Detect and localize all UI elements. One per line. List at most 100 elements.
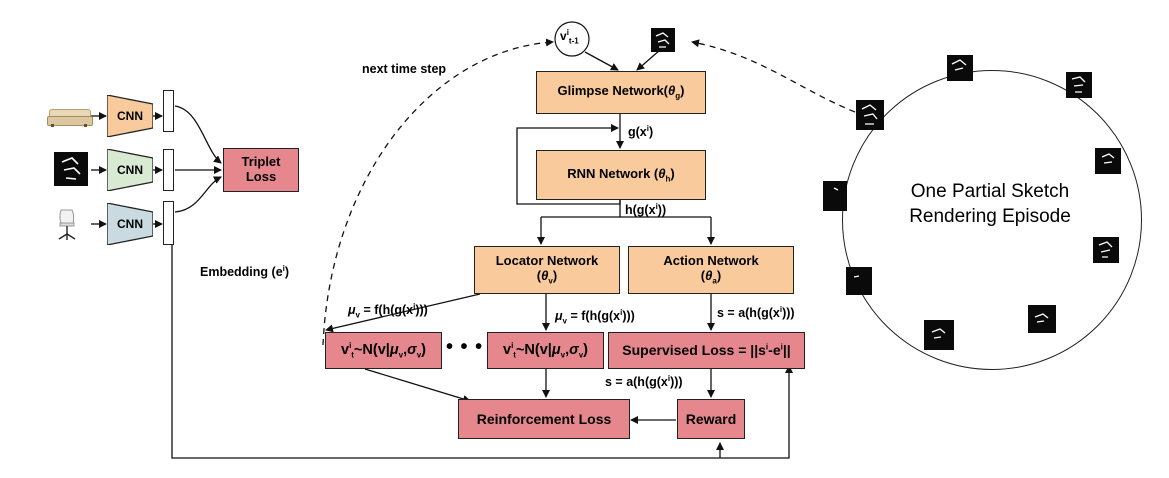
v-prev-node [554, 21, 590, 57]
cnn-encoder-top: CNN [106, 94, 154, 138]
dashed-arrow-partial-sketch [691, 39, 856, 113]
mu-mid-sup: i [620, 308, 623, 317]
cnn-encoder-bottom: CNN [106, 202, 154, 246]
rendering-episode-ring [842, 70, 1142, 370]
action-network-label: Action Network [663, 253, 759, 269]
arrow-emb3-triplet [174, 176, 222, 213]
v-prev-label: vit-1 [560, 28, 579, 45]
cnn-label: CNN [117, 217, 143, 231]
sample-left-mu-sub: v [398, 350, 404, 360]
sample-mid-sigma-sub: v [578, 350, 584, 360]
partial-sketch-frame-icon [1095, 148, 1121, 174]
partial-sketch-frame-icon [924, 320, 954, 350]
embedding-label: Embedding (ei) [200, 264, 289, 279]
reward-label: Reward [685, 410, 737, 427]
h-label-sup: i [655, 202, 658, 211]
glimpse-theta: θ [668, 83, 676, 99]
mu-mid-close: ))) [622, 309, 635, 324]
rendering-episode-title: One Partial Sketch Rendering Episode [855, 180, 1125, 229]
sample-left-sigma-sub: v [416, 350, 422, 360]
reinforcement-loss-box: Reinforcement Loss [458, 399, 630, 439]
mu-formula-middle: μv = f(h(g(xi))) [555, 308, 635, 326]
partial-sketch-frame-icon [1028, 305, 1056, 333]
episode-line-2: Rendering Episode [909, 205, 1071, 227]
arrow-locator-sample-left [325, 293, 481, 333]
sample-left-sup: i [349, 341, 352, 351]
mu-mid-text: = f(h(g(x [567, 309, 621, 324]
sample-mid-sigma: σ [569, 341, 579, 358]
s-right-sup: i [779, 305, 783, 314]
reward-box: Reward [677, 399, 745, 439]
rnn-network-box: RNN Network (θh) [536, 150, 706, 200]
arrow-vprev-glimpse [584, 51, 619, 71]
mu-formula-left: μv = f(h(g(xi))) [348, 302, 428, 320]
ellipsis: • • • [446, 336, 484, 358]
mu-left-close: ))) [415, 303, 428, 318]
location-sample-box-middle: vit~N(v|μv,σv) [487, 332, 604, 369]
sample-mid-sup: i [511, 341, 514, 351]
glimpse-sub: g [675, 91, 681, 101]
sample-left-mu: μ [389, 341, 399, 358]
h-label-text: h(g(x [625, 203, 656, 218]
locator-theta-label: (θv) [536, 268, 558, 286]
supervised-text: Supervised Loss = ||s [622, 342, 766, 359]
g-label-sup: i [646, 124, 649, 133]
chair-image-icon [55, 208, 79, 242]
rnn-sub: h [665, 174, 671, 184]
arrow-embedding-supervised [171, 245, 793, 459]
locator-sub: v [548, 276, 553, 286]
locator-theta: θ [541, 268, 549, 284]
v-prev-sub: t-1 [568, 36, 579, 46]
dashed-arrow-next-time-step [322, 38, 554, 346]
rnn-text: RNN Network ( [567, 165, 659, 181]
cnn-encoder-middle: CNN [106, 148, 154, 192]
glimpse-network-label: Glimpse Network(θg) [557, 83, 685, 101]
sample-mid-sub: t [513, 350, 516, 360]
next-time-step-label: next time step [362, 62, 447, 76]
embedding-vector-bottom [163, 201, 174, 245]
sample-left-text: ~N(v| [353, 341, 390, 358]
glimpse-network-box: Glimpse Network(θg) [536, 71, 706, 114]
sample-mid-mu-sub: v [560, 350, 566, 360]
s-formula-right: s = a(h(g(xi))) [717, 305, 795, 320]
supervised-sup1: i [765, 342, 769, 352]
reinforcement-loss-label: Reinforcement Loss [476, 410, 612, 427]
s-lower-sup: i [667, 374, 671, 383]
s-formula-lower: s = a(h(g(xi))) [605, 374, 683, 389]
partial-sketch-frame-icon [1066, 72, 1092, 98]
triplet-loss-box: Triplet Loss [223, 148, 299, 192]
partial-sketch-input-icon [651, 28, 675, 52]
sample-left-sigma: σ [407, 341, 417, 358]
supervised-mid: -e [768, 342, 781, 359]
g-x-label: g(xi) [628, 124, 653, 139]
glimpse-close: ) [680, 83, 685, 99]
embedding-sup: i [282, 264, 285, 273]
h-label-close: )) [657, 203, 667, 218]
cnn-label: CNN [117, 163, 143, 177]
mu-left-sub: v [355, 310, 360, 320]
action-network-box: Action Network (θa) [628, 246, 794, 294]
action-theta-label: (θa) [700, 268, 722, 286]
sample-left-label: vit~N(v|μv,σv) [340, 341, 427, 360]
action-sub: a [712, 276, 717, 286]
locator-network-box: Locator Network (θv) [474, 246, 620, 294]
partial-sketch-frame-icon [856, 100, 884, 130]
partial-sketch-frame-icon [823, 181, 847, 211]
partial-sketch-frame-icon [846, 267, 872, 295]
s-lower-close: ))) [670, 375, 683, 390]
s-right-close: ))) [782, 306, 795, 321]
mu-left-text: = f(h(g(x [360, 303, 414, 318]
mu-mid-symbol: μ [555, 309, 563, 324]
arrow-emb1-triplet [174, 105, 222, 164]
location-sample-box-left: vit~N(v|μv,σv) [325, 332, 442, 369]
v-prev-sup: i [566, 28, 569, 37]
sketch-thumbnail-icon [54, 152, 88, 186]
embedding-vector-middle [163, 149, 174, 191]
embedding-text: Embedding (e [200, 265, 283, 280]
arrow-sketch-glimpse [636, 49, 661, 71]
sample-left-close: ) [421, 341, 427, 358]
sample-left-v: v [340, 341, 350, 358]
v-prev-base: v [560, 29, 567, 43]
sample-left-sub: t [351, 350, 354, 360]
